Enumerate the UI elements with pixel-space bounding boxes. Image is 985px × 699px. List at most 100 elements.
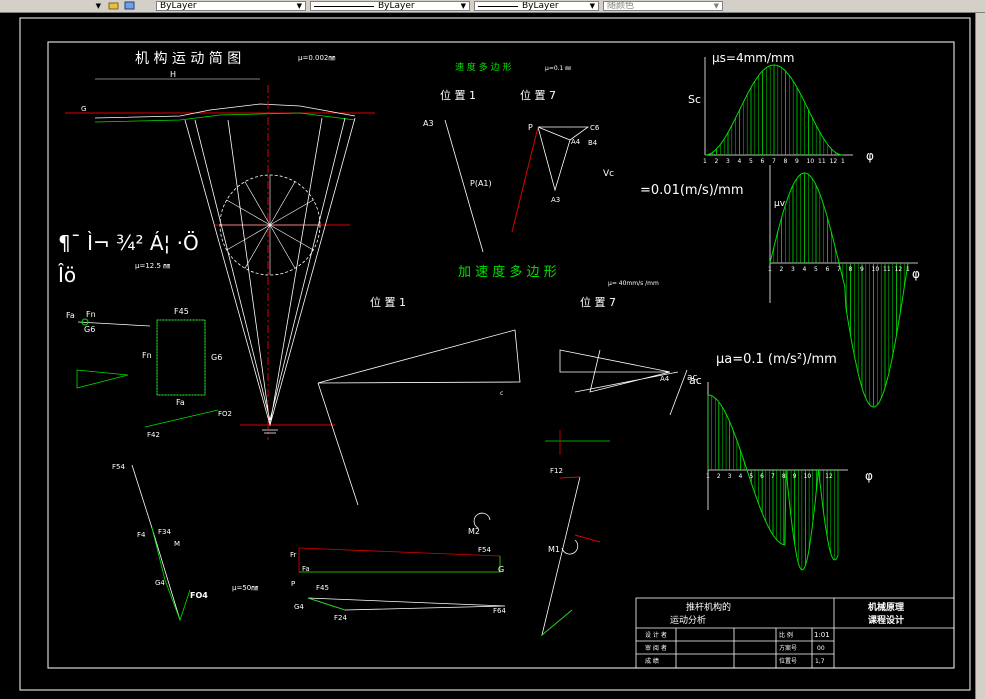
accel-pos7: 位 置 7 (580, 295, 616, 309)
tick-label: 4 (738, 158, 742, 165)
accel-polygon-7 (559, 349, 679, 393)
dim-h-label: H (170, 70, 176, 79)
f-fa2-label: Fa (176, 398, 185, 407)
f-g6b-label: G6 (211, 353, 222, 362)
chevron-down-icon: ▼ (713, 2, 719, 10)
crank-spoke (244, 181, 271, 226)
vel-p-label: P (528, 123, 533, 132)
vel-c6-label: C6 (590, 124, 600, 132)
accel-scale: μ= 40mm/s /mm (608, 280, 659, 287)
mech-scale: μ=0.002㎜ (298, 54, 335, 62)
layers-icon[interactable] (108, 1, 120, 11)
tick-label: 12 (895, 266, 903, 273)
f-slider-link (77, 321, 151, 327)
force-crank (541, 476, 581, 637)
tick-label: 10 (872, 266, 880, 273)
tick-label: 5 (749, 473, 753, 480)
crank-spoke (269, 181, 296, 226)
accel-title: 加 速 度 多 边 形 (458, 264, 557, 280)
tick-label: 3 (791, 266, 795, 273)
vel-a4-label: A4 (571, 138, 581, 146)
velocity-title: 速 度 多 边 形 (455, 61, 511, 73)
curve2-ylabel: μv (774, 199, 786, 209)
f-fa3-label: Fa (302, 565, 310, 573)
vertical-scrollbar[interactable] (975, 13, 985, 699)
tick-label: 5 (814, 266, 818, 273)
inner-frame (47, 41, 955, 669)
line-sample (314, 5, 374, 7)
outer-frame (19, 17, 971, 691)
layer-dropdown-tail[interactable]: ▼ (4, 1, 104, 11)
curve1-phi: φ (866, 149, 874, 163)
curve3-scale: μa=0.1 (m/s²)/mm (716, 352, 837, 367)
mech-title: 机 构 运 动 简 图 (135, 50, 241, 67)
g-label: G (81, 105, 86, 113)
accel-polygon-1 (317, 329, 521, 506)
vel-vector-a3 (444, 119, 484, 253)
tick-label: 1 (768, 266, 772, 273)
plotstyle-dropdown[interactable]: 随颜色▼ (603, 1, 723, 11)
tick-label: 12 (830, 158, 838, 165)
tb-row-reviewer: 审 阅 者 (645, 644, 667, 652)
lineweight-dropdown[interactable]: ByLayer▼ (474, 1, 599, 11)
force-triangle-2 (76, 369, 129, 389)
tick-label: 1 (906, 266, 910, 273)
chevron-down-icon: ▼ (589, 2, 595, 10)
crank-positions (220, 175, 320, 275)
f-m-label: M (174, 540, 180, 548)
garbled-title: ¶¯ Ì¬ ¾² Á¦ ·Ö (58, 231, 199, 255)
crank-spoke (244, 224, 271, 269)
force-polygon-6 (156, 319, 206, 396)
force-link-4-green (151, 527, 191, 622)
tick-label: 6 (760, 473, 764, 480)
f-m1-label: M1 (548, 545, 560, 554)
f-f24-label: F24 (334, 614, 347, 622)
crank-spoke (269, 224, 296, 269)
tick-label: 12 (825, 473, 833, 480)
f-g4b-label: G4 (294, 603, 304, 611)
vel-polygon-7 (537, 126, 590, 192)
tb-course1: 机械原理 (868, 601, 904, 613)
f-fa-label: Fa (66, 311, 75, 320)
f-fo2-label: FO2 (218, 410, 232, 418)
tick-label: 8 (784, 158, 788, 165)
tb-title1: 推杆机构的 (686, 601, 731, 613)
tick-label: 4 (803, 266, 807, 273)
crank-spoke (226, 224, 271, 251)
curve2-phi: φ (912, 267, 920, 281)
f-f4-label: F4 (137, 531, 146, 539)
curve3-phi: φ (865, 469, 873, 483)
tick-label: 7 (772, 158, 776, 165)
tb-col-position: 位置号 (779, 657, 797, 665)
chevron-down-icon: ▼ (296, 2, 302, 10)
f-f54b-label: F54 (478, 546, 491, 554)
f-fn2-label: Fn (142, 351, 152, 360)
vel-b4-label: B4 (588, 139, 598, 147)
linetype-dropdown[interactable]: ByLayer▼ (310, 1, 470, 11)
tick-label: 4 (739, 473, 743, 480)
tick-label: 3 (726, 158, 730, 165)
drawing-canvas[interactable]: 机 构 运 动 简 图 μ=0.002㎜ H G ¶¯ Ì¬ ¾² Á¦ ·Ö … (0, 13, 975, 699)
accel-ac-label: ac (687, 373, 698, 383)
f-f42-label: F42 (147, 431, 160, 439)
tick-label: 5 (749, 158, 753, 165)
velocity-scale: μ=0.1 ㎜ (545, 65, 571, 72)
f-f12-label: F12 (550, 467, 563, 475)
tick-label: 6 (761, 158, 765, 165)
color-dropdown[interactable]: ByLayer▼ (156, 1, 306, 11)
slider-top (94, 103, 356, 119)
f-g6-label: G6 (84, 325, 95, 334)
tick-label: 9 (793, 473, 797, 480)
tick-label: 3 (728, 473, 732, 480)
tb-row-grade: 成 绩 (645, 657, 659, 665)
rocker-links (184, 117, 356, 427)
chevron-down-icon: ▼ (460, 2, 466, 10)
title-block (635, 597, 955, 669)
vel-a3-label: A3 (423, 119, 434, 128)
garbled-title-2: Îö (57, 263, 76, 287)
layer-states-icon[interactable] (124, 1, 136, 11)
tb-position-value: 1,7 (815, 658, 825, 665)
tick-label: 10 (807, 158, 815, 165)
